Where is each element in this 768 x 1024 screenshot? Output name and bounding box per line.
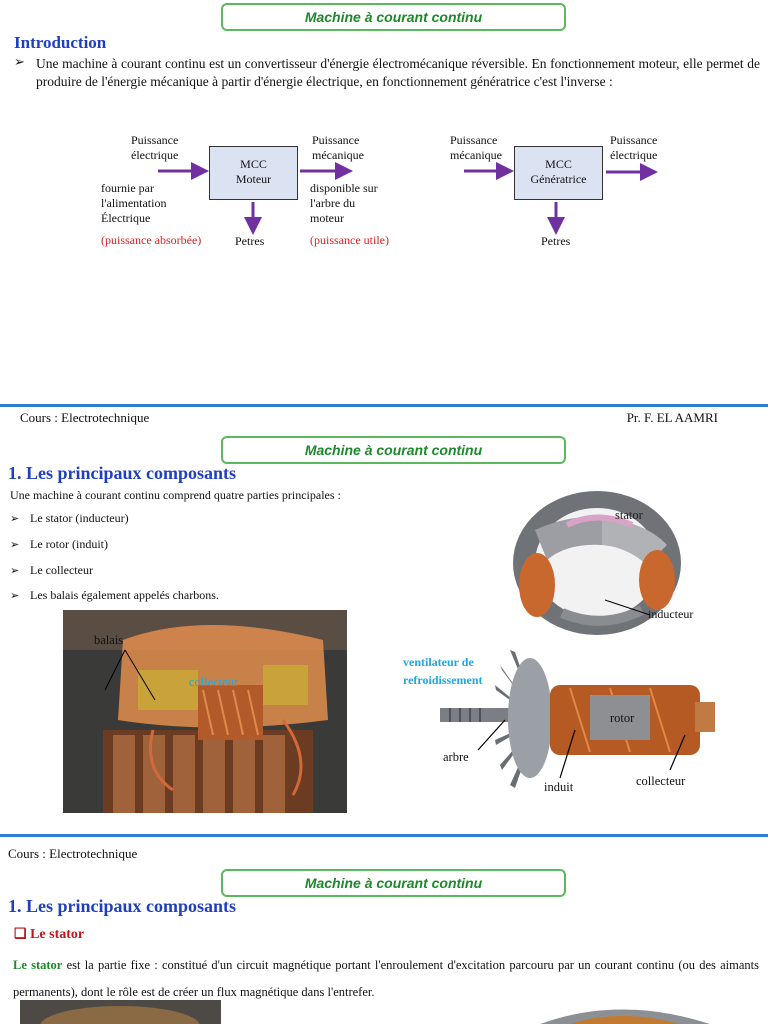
motor-box-line2: Moteur <box>235 172 272 186</box>
diagram-arrows <box>158 162 658 235</box>
rotor-photo <box>440 650 715 788</box>
bullet-arrow-icon: ➢ <box>10 538 20 551</box>
slide3-heading: 1. Les principaux composants <box>8 896 237 916</box>
checkbox-icon: ❑ <box>14 927 27 942</box>
motor-losses-label: Petres <box>235 234 265 248</box>
label-ventilateur: ventilateur de refroidissement <box>403 655 483 687</box>
bullet-arrow-icon: ➢ <box>10 564 20 577</box>
slide2-footer-left: Cours : Electrotechnique <box>8 846 138 861</box>
bullet-arrow-icon: ➢ <box>10 512 20 525</box>
slide3-title: Machine à courant continu <box>221 869 566 897</box>
slide2-intro: Une machine à courant continu comprend q… <box>10 488 341 502</box>
inducteur-pointer <box>604 599 651 616</box>
list-item: ➢ Le collecteur <box>10 563 93 578</box>
slide1-heading: Introduction <box>14 33 107 52</box>
stator-photo <box>513 491 681 635</box>
list-item-label: Le stator (inducteur) <box>30 511 129 525</box>
motor-box-line1: MCC <box>240 157 267 171</box>
balais-pointers <box>104 649 156 701</box>
label-arbre: arbre <box>443 750 469 764</box>
list-item-label: Le collecteur <box>30 563 93 577</box>
slide1-title: Machine à courant continu <box>221 3 566 31</box>
stator-description: est la partie fixe : constitué d'un circ… <box>13 958 759 999</box>
slide1-footer-right: Pr. F. EL AAMRI <box>626 410 718 425</box>
motor-output-note-red: (puissance utile) <box>310 233 389 247</box>
motor-input-label: Puissance électrique <box>131 133 179 162</box>
gen-input-label: Puissance mécanique <box>450 133 502 162</box>
stator-term: Le stator <box>13 958 63 972</box>
slide2-title: Machine à courant continu <box>221 436 566 464</box>
rotor-pointers <box>477 719 686 779</box>
list-item: ➢ Le rotor (induit) <box>10 537 108 552</box>
stator-subheading: ❑ Le stator <box>14 926 84 943</box>
label-induit: induit <box>544 780 574 794</box>
label-balais: balais <box>94 633 124 647</box>
motor-output-note: disponible sur l'arbre du moteur <box>310 181 378 225</box>
stator-photo-left <box>20 1000 221 1024</box>
motor-box: MCC Moteur <box>209 146 298 200</box>
motor-input-note: fournie par l'alimentation Électrique <box>101 181 167 225</box>
label-collecteur-photo: collecteur <box>189 675 239 689</box>
gen-box-line2: Génératrice <box>530 172 587 186</box>
slide2-footer-line <box>0 834 768 837</box>
stator-paragraph: Le stator est la partie fixe : constitué… <box>13 952 759 1006</box>
label-rotor: rotor <box>610 711 635 725</box>
list-item: ➢ Le stator (inducteur) <box>10 511 129 526</box>
label-collecteur: collecteur <box>636 774 686 788</box>
gen-box-line1: MCC <box>545 157 572 171</box>
slide2-heading: 1. Les principaux composants <box>8 463 237 483</box>
generator-box: MCC Génératrice <box>514 146 603 200</box>
stator-photo-right <box>540 1009 710 1024</box>
label-inducteur: inducteur <box>648 607 694 621</box>
brushes-photo <box>63 610 347 813</box>
stator-subheading-label: Le stator <box>30 927 85 942</box>
list-item: ➢ Les balais également appelés charbons. <box>10 588 219 603</box>
bullet-arrow-icon: ➢ <box>10 589 20 602</box>
list-item-label: Le rotor (induit) <box>30 537 108 551</box>
label-stator: stator <box>615 508 643 522</box>
motor-output-label: Puissance mécanique <box>312 133 364 162</box>
list-item-label: Les balais également appelés charbons. <box>30 588 219 602</box>
slide1-footer-left: Cours : Electrotechnique <box>20 410 150 425</box>
bullet-arrow-icon: ➢ <box>14 55 25 70</box>
slide1-footer-line <box>0 404 768 407</box>
intro-paragraph: Une machine à courant continu est un con… <box>36 56 760 89</box>
gen-losses-label: Petres <box>541 234 571 248</box>
gen-output-label: Puissance électrique <box>610 133 658 162</box>
motor-input-note-red: (puissance absorbée) <box>101 233 202 247</box>
